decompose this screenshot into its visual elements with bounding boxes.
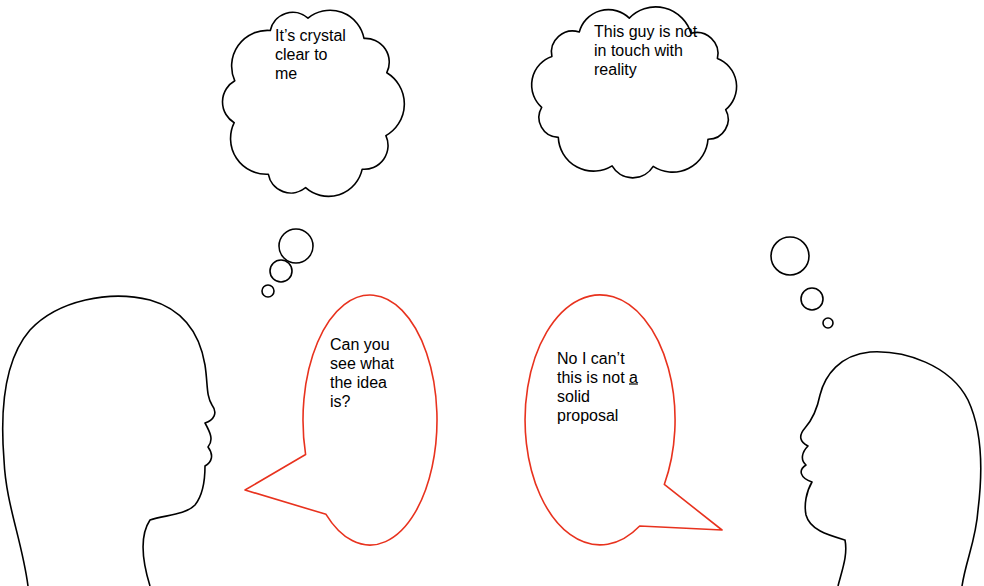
speech-bubble: Can you see what the idea is? bbox=[303, 295, 437, 545]
thought-bubble bbox=[823, 318, 833, 328]
thought-text: It’s crystal clear to me bbox=[275, 26, 347, 83]
word-underline bbox=[629, 383, 638, 384]
thought-bubble bbox=[771, 237, 809, 275]
thought-bubble bbox=[262, 285, 274, 297]
bubble-shape bbox=[245, 295, 437, 545]
thought-bubble bbox=[801, 288, 823, 310]
speech-bubble: No I can’t this is not a solid proposal bbox=[525, 295, 675, 545]
thought-bubble bbox=[279, 229, 313, 263]
bubble-shape bbox=[525, 295, 722, 545]
cloud-shape bbox=[532, 7, 737, 178]
cloud-shape bbox=[223, 10, 405, 196]
thought-cloud: It’s crystal clear to me bbox=[218, 4, 406, 202]
thought-cloud: This guy is not in touch with reality bbox=[526, 4, 742, 182]
speech-text: Can you see what the idea is? bbox=[330, 335, 410, 411]
head-outline bbox=[3, 296, 215, 586]
speech-text: No I can’t this is not a solid proposal bbox=[557, 349, 649, 425]
head-outline bbox=[801, 352, 981, 586]
thought-text: This guy is not in touch with reality bbox=[594, 22, 702, 79]
bubble-outline bbox=[303, 295, 437, 545]
thought-bubble bbox=[270, 260, 292, 282]
